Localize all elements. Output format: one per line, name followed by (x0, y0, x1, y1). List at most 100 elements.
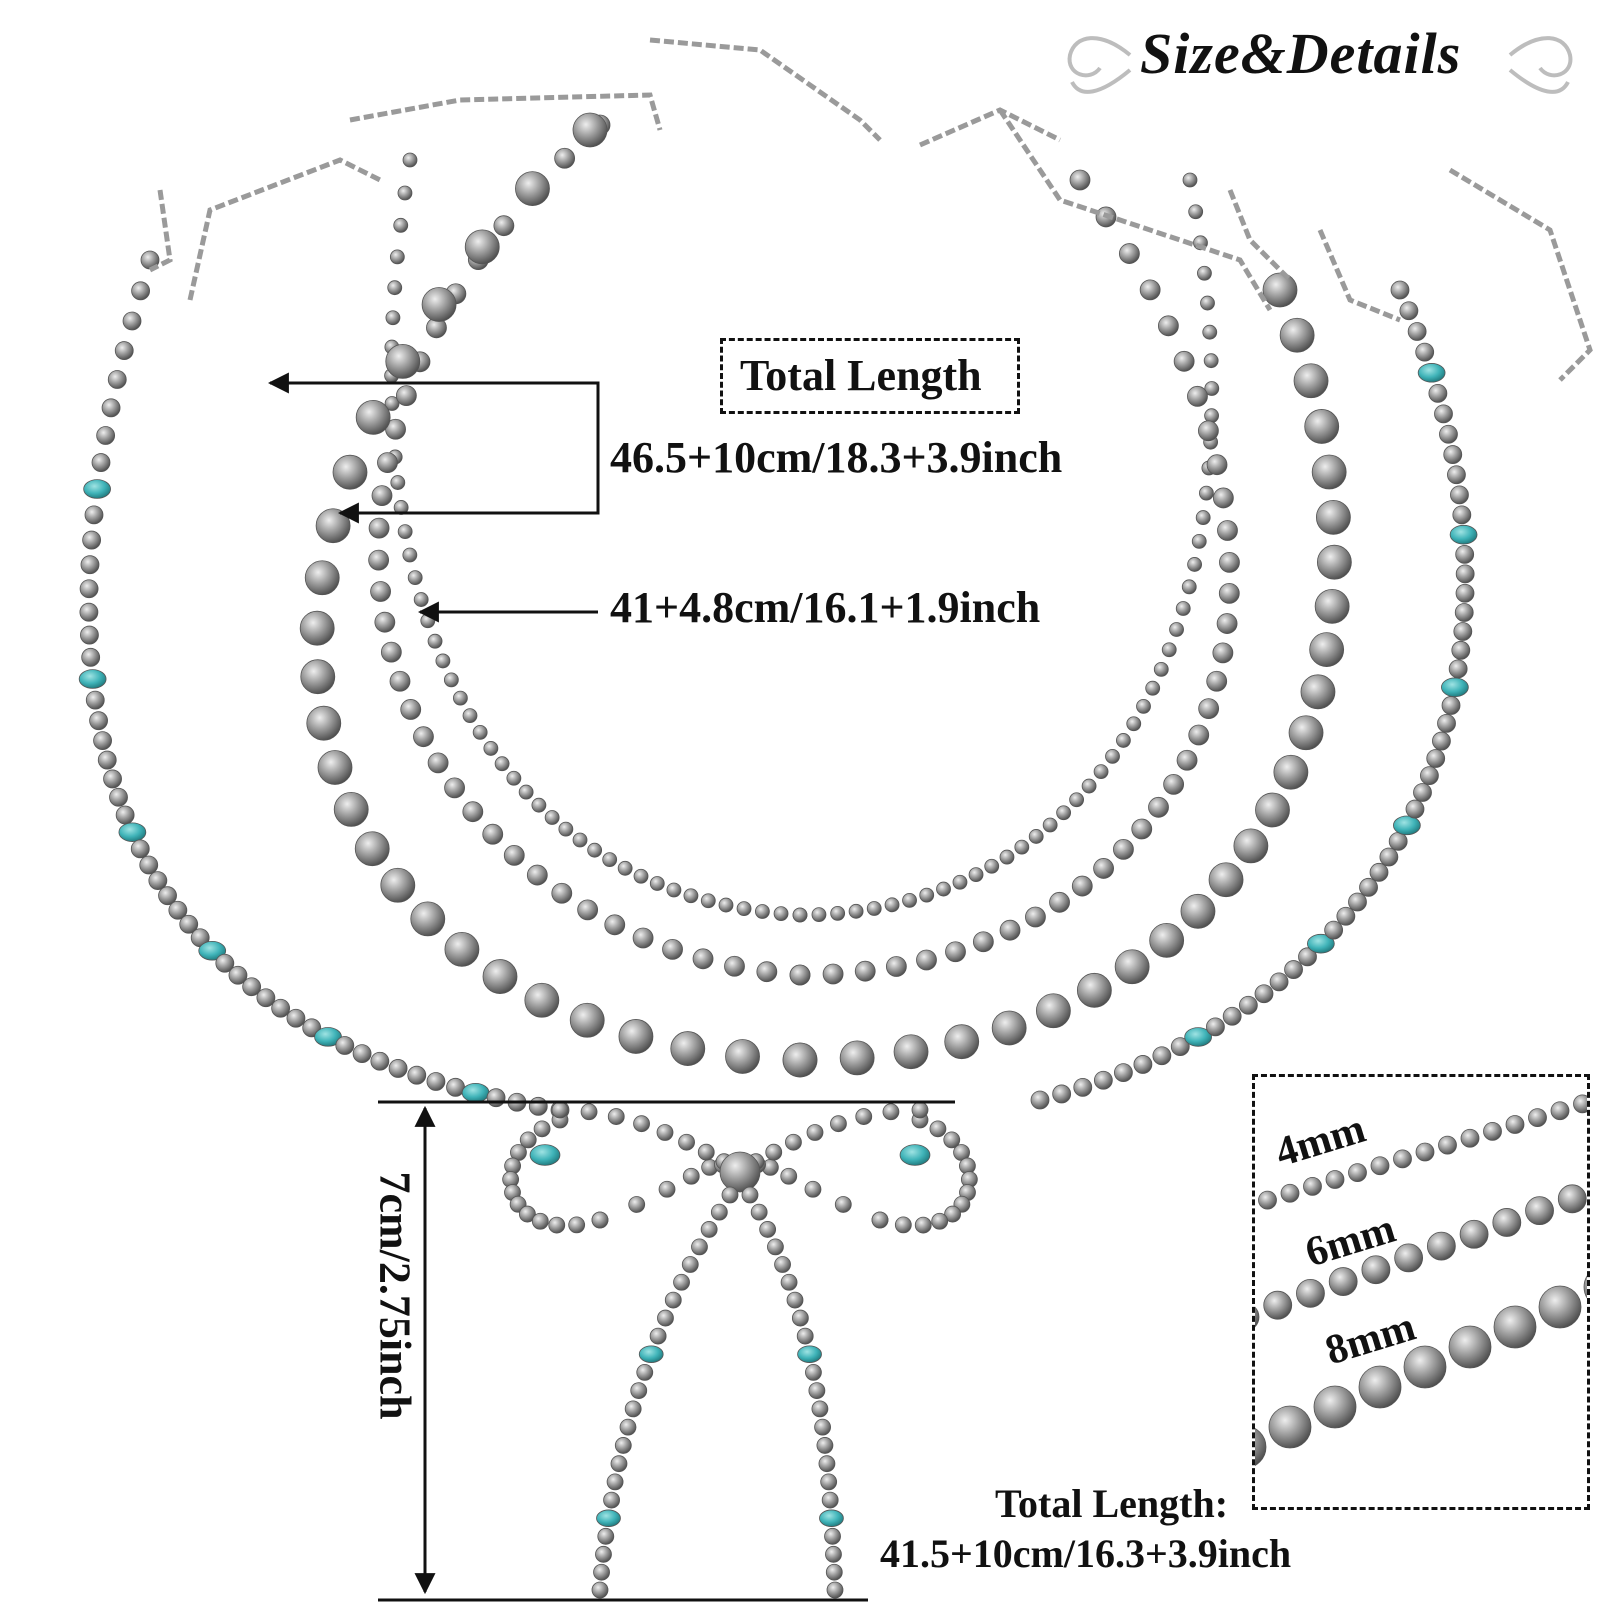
silver-bead (1550, 1101, 1570, 1121)
silver-bead (1379, 847, 1399, 867)
silver-bead (1204, 381, 1220, 396)
silver-bead (1042, 817, 1058, 833)
silver-bead (1212, 487, 1234, 509)
silver-bead (767, 1238, 784, 1256)
silver-bead (1222, 1006, 1242, 1026)
silver-bead (80, 625, 99, 645)
silver-bead (568, 1216, 586, 1234)
silver-bead (666, 882, 682, 898)
silver-bead (1206, 1017, 1225, 1037)
silver-bead (855, 1108, 873, 1125)
silver-bead (1073, 1077, 1093, 1097)
silver-bead (531, 1212, 549, 1230)
silver-bead (649, 1327, 667, 1345)
extender-chain (1227, 189, 1292, 282)
silver-bead (81, 647, 101, 667)
silver-bead (1448, 1325, 1492, 1369)
silver-bead (1262, 272, 1298, 308)
silver-bead (1153, 661, 1169, 677)
silver-bead (633, 868, 649, 884)
silver-bead (551, 1101, 569, 1119)
silver-bead (115, 805, 135, 825)
silver-bead (483, 741, 499, 756)
silver-bead (215, 953, 235, 973)
silver-bead (1455, 583, 1475, 603)
extender-chain (997, 108, 1273, 312)
silver-bead (633, 1115, 650, 1133)
silver-bead (606, 1473, 624, 1491)
silver-bead (1198, 698, 1220, 720)
silver-bead (1314, 588, 1350, 624)
silver-bead (1133, 1055, 1153, 1074)
silver-bead (1175, 601, 1191, 616)
silver-bead (1451, 640, 1471, 660)
silver-bead (96, 426, 116, 445)
silver-bead (1255, 1428, 1267, 1466)
silver-bead (548, 1216, 566, 1234)
silver-bead (421, 287, 457, 322)
silver-bead (1076, 972, 1112, 1008)
extender-chains (148, 37, 1593, 382)
extender-chain (148, 189, 173, 273)
silver-bead (614, 1437, 632, 1454)
turquoise-bead (529, 1144, 561, 1166)
silver-bead (821, 1491, 839, 1509)
silver-bead (839, 1040, 875, 1076)
silver-bead (1452, 505, 1472, 525)
silver-bead (299, 610, 335, 646)
silver-bead (1093, 764, 1109, 779)
silver-bead (1415, 1142, 1435, 1162)
silver-bead (1206, 454, 1228, 476)
silver-bead (1361, 1255, 1391, 1285)
silver-bead (1216, 613, 1238, 634)
turquoise-bead (461, 1082, 490, 1103)
turquoise-bead (1393, 815, 1421, 836)
silver-bead (944, 1024, 980, 1060)
silver-bead (1348, 892, 1367, 912)
silver-bead (533, 1120, 551, 1138)
silver-bead (682, 1167, 700, 1185)
silver-bead (130, 839, 150, 859)
silver-bead (826, 1581, 844, 1599)
silver-bead (1093, 858, 1114, 879)
extender-chain (649, 37, 882, 142)
silver-bead (624, 1400, 642, 1418)
silver-bead (271, 998, 291, 1018)
silver-bead (444, 777, 465, 799)
silver-bead (774, 1256, 791, 1273)
silver-bead (1441, 696, 1461, 715)
silver-bead (1284, 960, 1303, 979)
silver-bead (736, 901, 752, 917)
silver-bead (834, 1196, 852, 1213)
silver-bead (84, 505, 104, 525)
silver-bead (816, 1437, 834, 1454)
silver-bead (1105, 748, 1120, 764)
silver-bead (1206, 670, 1228, 692)
silver-bead (618, 1019, 654, 1054)
silver-bead (380, 641, 402, 663)
silver-bead (1311, 454, 1347, 490)
silver-bead (750, 1203, 768, 1221)
silver-bead (1014, 839, 1030, 855)
silver-bead (1298, 947, 1317, 967)
silver-bead (808, 1382, 826, 1400)
silver-bead (587, 842, 603, 858)
silver-bead (1505, 1115, 1525, 1134)
silver-bead (494, 756, 510, 772)
silver-bead (919, 887, 935, 903)
silver-bead (756, 961, 778, 983)
silver-bead (1035, 993, 1071, 1029)
silver-bead (603, 1491, 620, 1509)
silver-bead (1254, 984, 1274, 1004)
silver-bead (380, 867, 416, 903)
silver-bead (1208, 862, 1244, 898)
silver-bead (89, 711, 108, 731)
silver-bead (1413, 783, 1432, 802)
silver-bead (1426, 1231, 1456, 1261)
silver-bead (607, 1108, 625, 1125)
silver-bead (1273, 754, 1309, 790)
silver-bead (384, 396, 400, 411)
silver-bead (1459, 1219, 1489, 1249)
silver-bead (493, 215, 515, 237)
silver-bead (1388, 831, 1408, 851)
